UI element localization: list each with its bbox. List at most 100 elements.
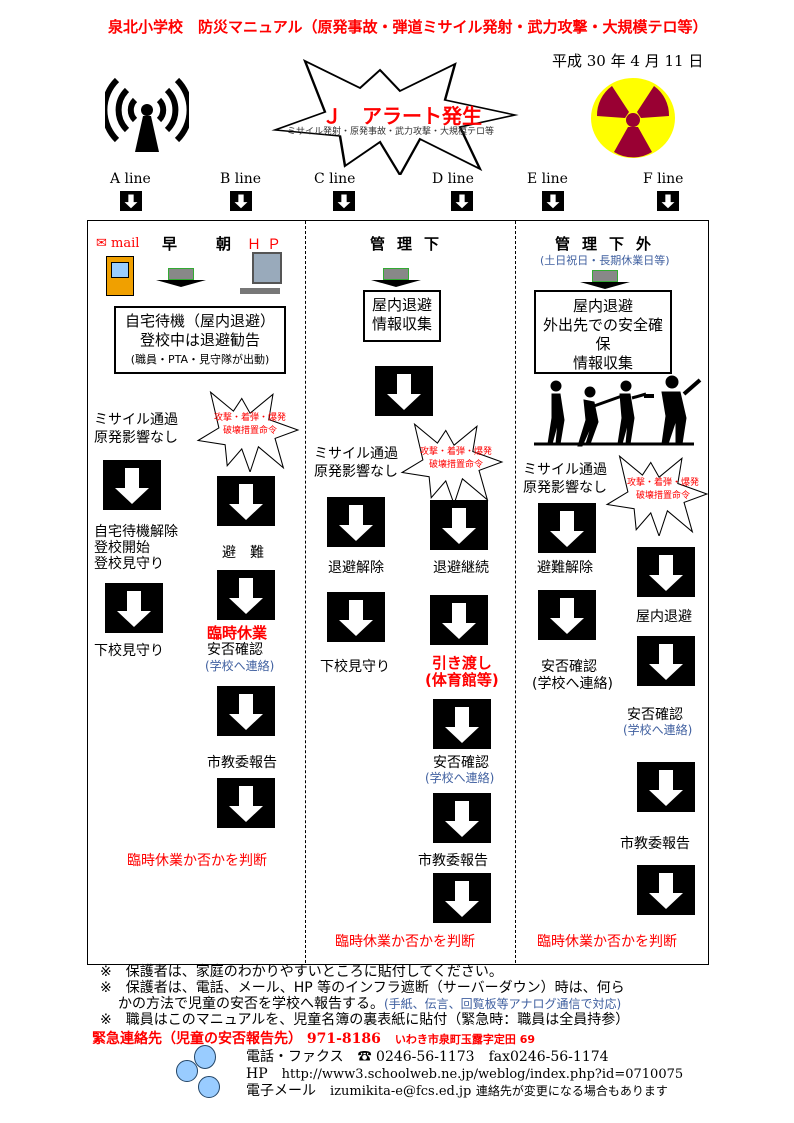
note-line: かの方法で児童の安否を学校へ報告する。(手紙、伝言、回覧板等アナログ通信で対応) (100, 996, 629, 1012)
email-line: 電子メール izumikita-e@fcs.ed.jp 連絡先が変更になる場合も… (246, 1080, 668, 1100)
safety-check-text: 安否確認 (541, 659, 597, 675)
arrow-down-icon (120, 191, 142, 211)
step-line: 登校開始 (94, 540, 150, 556)
contact-school-note: (学校へ連絡) (623, 723, 693, 737)
date: 平成 30 年 4 月 11 日 (552, 52, 704, 70)
tel-fax-line: 電話・ファクス ☎ 0246-56-1173 fax0246-56-1174 (246, 1046, 609, 1066)
hp-label: HP (246, 1066, 268, 1082)
evacuation-release-text: 避難解除 (537, 560, 593, 576)
attack-burst-text: 攻撃・着弾・爆発破壊措置命令 (214, 412, 286, 438)
computer-icon (240, 252, 300, 298)
arrow-down-icon (327, 592, 385, 642)
shelter-continue-text: 退避継続 (433, 560, 489, 576)
shelter-release-text: 退避解除 (328, 560, 384, 576)
step-line: 自宅待機解除 (94, 524, 178, 540)
mail-label: ✉ mail (96, 236, 139, 251)
heading-off-campus: 管理下外 (555, 235, 664, 253)
arrow-down-icon (538, 503, 596, 553)
tel-label: 電話・ファクス (246, 1049, 344, 1065)
radiation-icon (591, 78, 675, 158)
board-report-text: 市教委報告 (620, 836, 690, 852)
arrow-down-icon (217, 570, 275, 620)
arrow-down-icon (430, 595, 488, 645)
dismissal-watch-text: 下校見守り (94, 643, 164, 659)
temporary-closure-text: 臨時休業 (207, 624, 268, 642)
burst-line: 攻撃・着弾・爆発 (627, 478, 700, 488)
transfer-arrow-icon (371, 268, 421, 287)
email-address[interactable]: izumikita-e@fcs.ed.jp (330, 1084, 472, 1099)
computer-icon (176, 1060, 198, 1082)
line-d: D line (432, 171, 474, 187)
note-line: ※ 保護者は、電話、メール、HP 等のインフラ遮断（サーバーダウン）時は、何ら (100, 980, 625, 996)
arrow-down-icon (657, 191, 679, 211)
contact-school-note: (学校へ連絡) (532, 676, 613, 692)
burst-line: 破壊措置命令 (636, 491, 691, 501)
arrow-down-icon (433, 873, 491, 923)
cond-line: ミサイル通過 (523, 462, 607, 478)
alert-title: Ｊ アラート発生 (322, 104, 482, 128)
arrow-down-icon (103, 460, 161, 510)
safety-check-text: 安否確認 (433, 755, 489, 771)
shelter-info-box: 屋内退避情報収集 (363, 290, 441, 342)
off-campus-shelter-box: 屋内退避外出先での安全確保情報収集 (534, 290, 672, 374)
attack-burst-text: 攻撃・着弾・爆発破壊措置命令 (627, 477, 699, 503)
box-line: 外出先での安全確保 (542, 316, 663, 353)
arrow-down-icon (542, 191, 564, 211)
emergency-contact: 緊急連絡先（児童の安否報告先） 971-8186 いわき市泉町玉露字定田 69 (92, 1028, 535, 1048)
box-line: 情報収集 (371, 315, 432, 333)
alert-subtitle: ミサイル発射・原発事故・武力攻撃・大規模テロ等 (287, 127, 495, 137)
contact-change-note: 連絡先が変更になる場合もあります (475, 1084, 668, 1098)
dismissal-watch-text: 下校見守り (320, 659, 390, 675)
board-report-text: 市教委報告 (418, 853, 488, 869)
transfer-arrow-icon (156, 268, 206, 287)
hp-label: ＨＰ (247, 237, 287, 253)
email-label: 電子メール (246, 1083, 316, 1099)
burst-line: 破壊措置命令 (223, 426, 278, 436)
arrow-down-icon (637, 762, 695, 812)
heading-on-campus: 管理下 (370, 235, 452, 253)
arrow-down-icon (230, 191, 252, 211)
arrow-down-icon (430, 500, 488, 550)
handover-text: 引き渡し(体育館等) (425, 655, 499, 689)
wireless-antenna-icon (105, 77, 189, 152)
cond-line: 原発影響なし (314, 464, 398, 480)
home-standby-box: 自宅待機（屋内退避） 登校中は退避勧告 (職員・PTA・見守隊が出動) (114, 306, 286, 374)
arrow-down-icon (217, 476, 275, 526)
missile-passed-note: ミサイル通過原発影響なし (314, 445, 398, 481)
standby-release-text: 自宅待機解除登校開始登校見守り (94, 524, 178, 572)
column-divider (305, 221, 306, 963)
burst-line: 攻撃・着弾・爆発 (420, 447, 493, 457)
off-campus-subtitle: (土日祝日・長期休業日等) (540, 254, 670, 267)
hp-url[interactable]: http://www3.schoolweb.ne.jp/weblog/index… (281, 1067, 684, 1082)
missile-passed-note: ミサイル通過原発影響なし (523, 461, 607, 497)
contact-school-note: (学校へ連絡) (425, 771, 495, 785)
line-b: B line (220, 171, 261, 187)
arrow-down-icon (637, 636, 695, 686)
cond-line: ミサイル通過 (94, 412, 178, 428)
arrow-down-icon (333, 191, 355, 211)
note-aside: (手紙、伝言、回覧板等アナログ通信で対応) (384, 997, 622, 1011)
mail-text: mail (111, 236, 140, 251)
evacuate-text: 避 難 (222, 545, 264, 561)
safety-check-text: 安否確認 (207, 642, 263, 658)
handover-line: 引き渡し (431, 654, 492, 672)
box-line: 自宅待機（屋内退避） (124, 312, 275, 330)
arrow-down-icon (327, 497, 385, 547)
emergency-phone: 971-8186 (306, 1031, 381, 1047)
column-divider (515, 221, 516, 963)
email-icon (198, 1076, 220, 1098)
closure-decision-text: 臨時休業か否かを判断 (335, 934, 475, 950)
box-line: 屋内退避 (371, 296, 432, 314)
arrow-down-icon (105, 583, 163, 633)
hp-line: HP http://www3.schoolweb.ne.jp/weblog/in… (246, 1063, 683, 1083)
tel-number: ☎ 0246-56-1173 (357, 1049, 475, 1065)
attack-burst-text: 攻撃・着弾・爆発破壊措置命令 (420, 446, 492, 472)
heading-early-morning: 早 朝 (162, 235, 244, 253)
line-a: A line (110, 171, 151, 187)
step-line: 登校見守り (94, 556, 164, 572)
transfer-arrow-icon (580, 270, 630, 289)
document-title: 泉北小学校 防災マニュアル（原発事故・弾道ミサイル発射・武力攻撃・大規模テロ等） (108, 18, 708, 36)
arrow-down-icon (433, 699, 491, 749)
arrow-down-icon (538, 590, 596, 640)
